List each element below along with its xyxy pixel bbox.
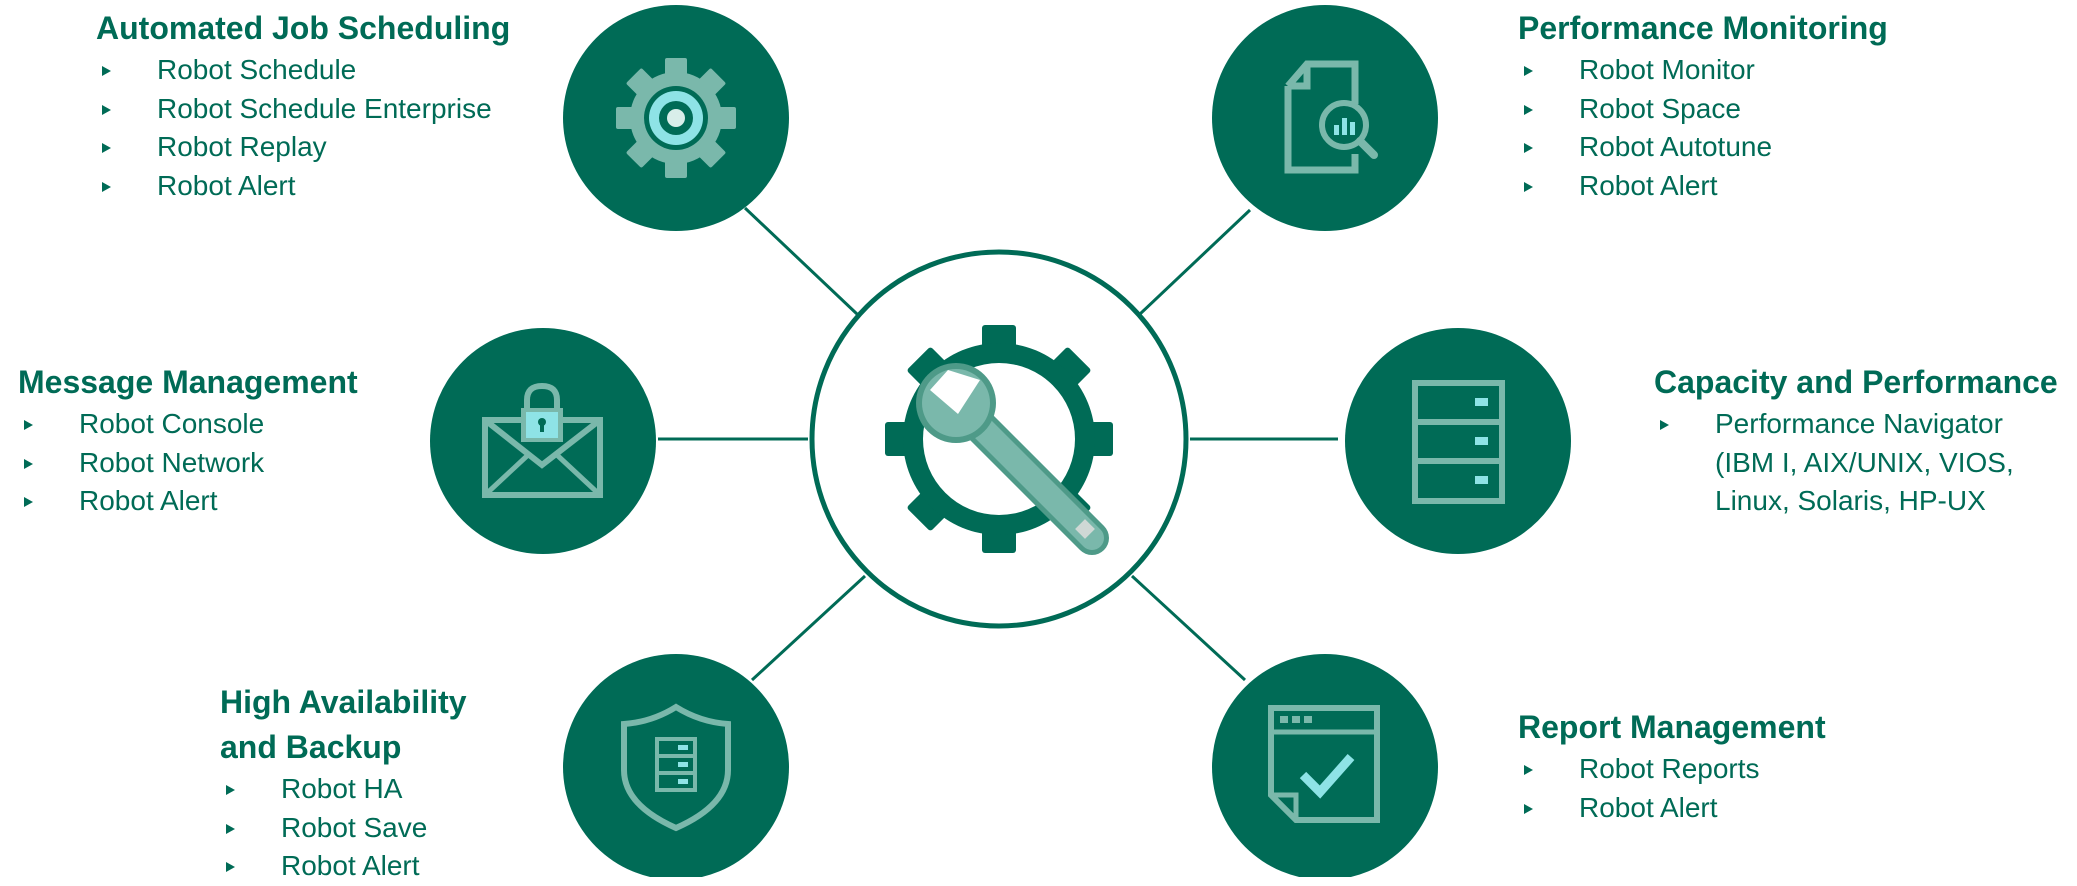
list-item-continued: Linux, Solaris, HP-UX [1715, 485, 1986, 516]
connector-top-left [743, 206, 859, 316]
list-item: Robot Alert [96, 167, 510, 206]
list-item: Robot Autotune [1518, 128, 1888, 167]
group-title: Performance Monitoring [1518, 10, 1888, 46]
group-title: Capacity and Performance [1654, 364, 2058, 400]
connector-top-right [1138, 208, 1252, 316]
center-hub [809, 249, 1189, 629]
list-item: Robot Reports [1518, 750, 1826, 789]
group-performance-monitoring: Performance Monitoring Robot Monitor Rob… [1518, 6, 1888, 205]
item-list: Robot Reports Robot Alert [1518, 750, 1826, 827]
list-item-continued: (IBM I, AIX/UNIX, VIOS, [1715, 446, 2014, 478]
list-item: Robot Replay [96, 128, 510, 167]
group-high-availability: High Availability and Backup Robot HA Ro… [220, 680, 467, 886]
connector-bottom-right [1130, 574, 1247, 682]
list-item: Robot HA [220, 770, 467, 809]
group-title-line-2: and Backup [220, 729, 402, 765]
shield-server-icon [621, 703, 731, 832]
list-item: Robot Network [18, 444, 358, 483]
document-search-chart-icon [1284, 60, 1359, 174]
list-item: Robot Alert [1518, 167, 1888, 206]
node-report-management [1212, 654, 1438, 877]
list-item: Robot Alert [220, 847, 467, 886]
server-rack-icon [1412, 380, 1505, 504]
item-list: Robot Monitor Robot Space Robot Autotune… [1518, 51, 1888, 205]
group-capacity-performance: Capacity and Performance Performance Nav… [1654, 360, 2058, 521]
node-high-availability [563, 654, 789, 877]
list-item: Robot Schedule [96, 51, 510, 90]
list-item: Robot Schedule Enterprise [96, 90, 510, 129]
group-message-management: Message Management Robot Console Robot N… [18, 360, 358, 521]
connector-bottom-left [750, 574, 867, 682]
list-item: Performance Navigator [1654, 405, 2058, 444]
report-checkmark-icon [1268, 705, 1380, 823]
connector-lines [658, 206, 1338, 682]
node-capacity-performance [1345, 328, 1571, 554]
list-item: Robot Save [220, 809, 467, 848]
node-job-scheduling [563, 5, 789, 231]
group-title-line-1: High Availability [220, 684, 467, 720]
item-list: Robot Console Robot Network Robot Alert [18, 405, 358, 521]
group-title: Automated Job Scheduling [96, 10, 511, 46]
wrench-gear-icon [885, 325, 1113, 555]
group-title: Message Management [18, 364, 358, 400]
list-item: Robot Monitor [1518, 51, 1888, 90]
group-title: High Availability and Backup [220, 680, 467, 770]
group-report-management: Report Management Robot Reports Robot Al… [1518, 705, 1826, 827]
list-item: Robot Alert [1518, 789, 1826, 828]
group-title: Report Management [1518, 709, 1826, 745]
list-item: Robot Console [18, 405, 358, 444]
item-list: Robot HA Robot Save Robot Alert [220, 770, 467, 886]
list-item: Robot Alert [18, 482, 358, 521]
node-message-management [430, 328, 656, 554]
locked-envelope-icon [482, 382, 603, 498]
group-job-scheduling: Automated Job Scheduling Robot Schedule … [96, 6, 510, 205]
item-list: Performance Navigator (IBM I, AIX/UNIX, … [1654, 405, 2058, 521]
node-performance-monitoring [1212, 5, 1438, 231]
list-item: Robot Space [1518, 90, 1888, 129]
gear-icon [616, 58, 736, 178]
item-list: Robot Schedule Robot Schedule Enterprise… [96, 51, 510, 205]
